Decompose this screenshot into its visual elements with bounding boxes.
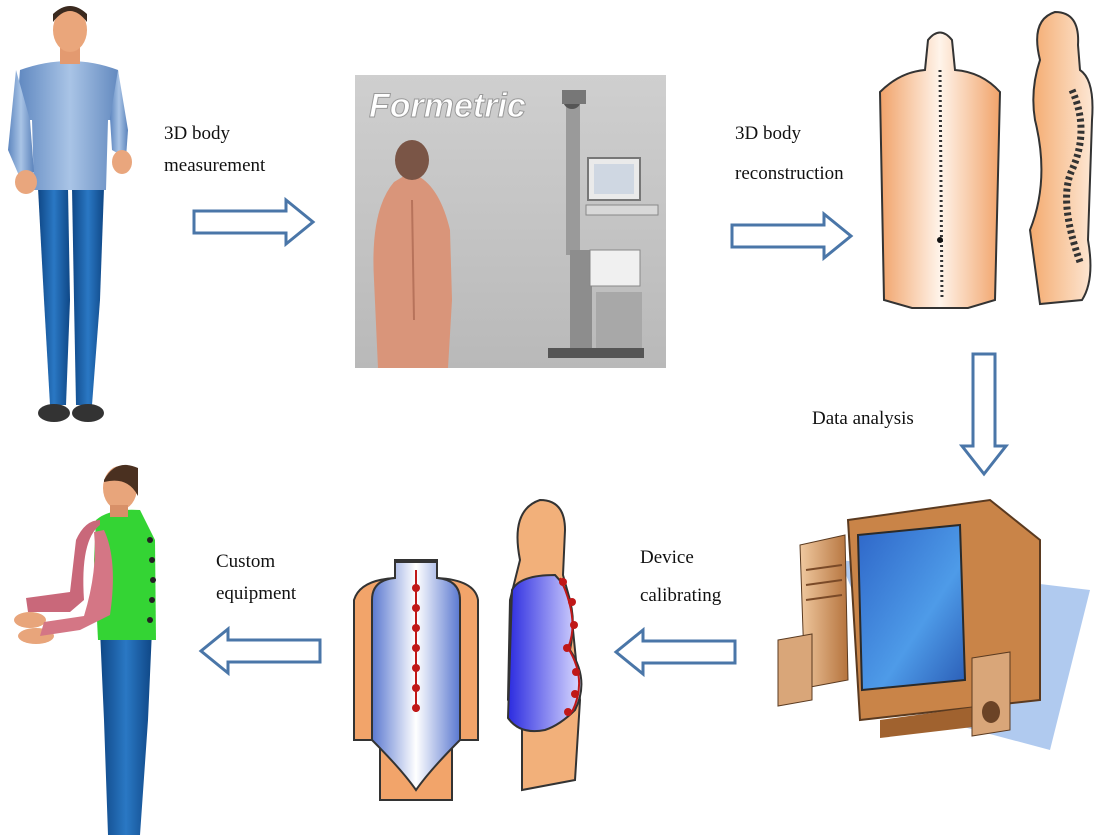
formetric-logo-text: Formetric (369, 87, 526, 125)
label-custom-line1: Custom (216, 549, 296, 575)
label-3d-body-reconstruction: 3D body reconstruction (735, 121, 844, 187)
computer-figure (778, 500, 1090, 750)
label-reconstruction-line1: 3D body (735, 121, 844, 147)
reconstructed-back-figure (880, 12, 1093, 308)
standing-man-figure (8, 6, 132, 422)
arrow-custom-equipment (201, 629, 320, 673)
label-analysis-text: Data analysis (812, 406, 914, 432)
braced-man-figure (14, 465, 156, 835)
label-custom-equipment: Custom equipment (216, 549, 296, 607)
label-data-analysis: Data analysis (812, 406, 914, 432)
arrow-reconstruction (732, 214, 851, 258)
label-measurement-line1: 3D body (164, 121, 265, 147)
label-3d-body-measurement: 3D body measurement (164, 121, 265, 179)
label-custom-line2: equipment (216, 581, 296, 607)
label-reconstruction-line2: reconstruction (735, 161, 844, 187)
arrow-calibrating (616, 630, 735, 674)
arrow-analysis (962, 354, 1006, 474)
label-calibrating-line2: calibrating (640, 583, 721, 609)
label-device-calibrating: Device calibrating (640, 545, 721, 609)
arrow-measurement (194, 200, 313, 244)
label-calibrating-line1: Device (640, 545, 721, 571)
brace-figure (354, 500, 581, 800)
label-measurement-line2: measurement (164, 153, 265, 179)
